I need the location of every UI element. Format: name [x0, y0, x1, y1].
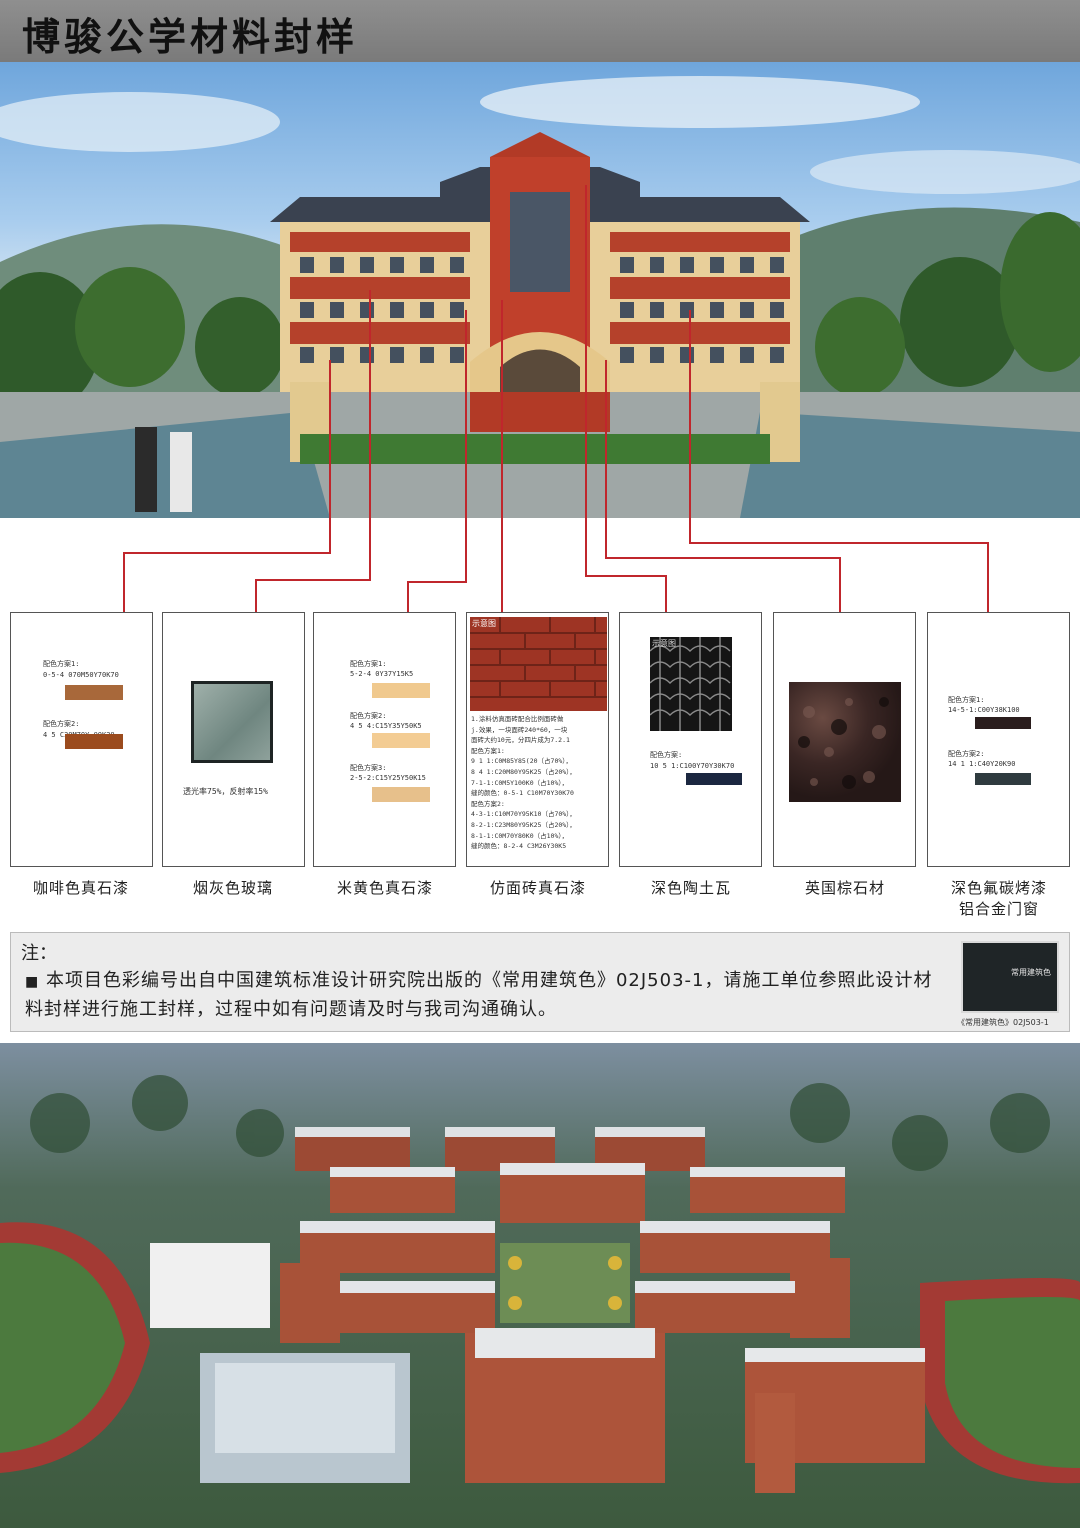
material-label: 深色氟碳烤漆 铝合金门窗 [924, 878, 1074, 920]
scheme-label: 配色方案2: [350, 712, 387, 720]
swatch-card-brick-stone-paint: 示意图 1.涂料仿真面砖配合比例面砖做 j.效果，一块面砖240*60，一块 面… [466, 612, 609, 867]
spec-line: 8 4 1:C20M80Y95K25（占20%）， [471, 767, 576, 776]
campus-aerial-rendering [0, 1043, 1080, 1528]
material-label: 英国棕石材 [804, 879, 885, 897]
page-header: 博骏公学材料封样 [0, 0, 1080, 62]
material-label: 仿面砖真石漆 [489, 879, 586, 897]
scheme-code: 14-5-1:C00Y38K100 [948, 706, 1020, 714]
spec-line: 1.涂料仿真面砖配合比例面砖做 [471, 715, 564, 723]
swatch-card-dark-clay-tile: 示意图 配色方案: 10 5 1:C100Y70Y30K70 [619, 612, 762, 867]
brick-pattern [470, 617, 607, 698]
scheme-label: 配色方案2: [948, 750, 985, 758]
reference-book-cover: 常用建筑色 [961, 941, 1059, 1013]
book-caption: 《常用建筑色》02J503-1 [957, 1018, 1049, 1027]
material-label: 米黄色真石漆 [336, 879, 433, 897]
scheme-label: 配色方案: [650, 751, 683, 759]
scheme-label: 配色方案1: [43, 660, 80, 668]
glass-spec: 透光率75%，反射率15% [183, 787, 268, 796]
color-chip [65, 685, 123, 700]
material-label-line: 铝合金门窗 [958, 900, 1039, 918]
spec-line: 配色方案2: [471, 799, 505, 808]
spec-line: 7-1-1:C0M5Y100K0（占10%）， [471, 778, 569, 787]
brick-sample: 示意图 [470, 617, 607, 711]
note-body: 本项目色彩编号出自中国建筑标准设计研究院出版的《常用建筑色》02J503-1，请… [25, 970, 933, 1020]
scheme-code: 10 5 1:C100Y70Y30K70 [650, 762, 735, 770]
building-rendering-image [0, 76, 1080, 518]
sample-tag: 示意图 [472, 619, 496, 628]
note-title: 注： [21, 943, 57, 964]
spec-line: 8-2-1:C23M80Y95K25（占20%）， [471, 820, 576, 829]
color-chip [372, 733, 430, 748]
sample-tag: 示意图 [652, 639, 676, 648]
glass-sample [191, 681, 273, 763]
color-chip [975, 717, 1031, 729]
page-title: 博骏公学材料封样 [22, 15, 359, 59]
scheme-label: 配色方案1: [350, 660, 387, 668]
spec-line: 8-1-1:C0M70Y80K0（占10%）， [471, 831, 569, 840]
swatch-card-coffee-stone-paint: 配色方案1: 0-5-4 070M50Y70K70 配色方案2: 4 5 C30… [10, 612, 153, 867]
spec-line: j.效果，一块面砖240*60，一块 [471, 725, 568, 734]
tile-pattern [650, 637, 731, 731]
spec-line: 9 1 1:C0M85Y85(20（占70%）， [471, 757, 573, 766]
spec-line: 缝的颜色：0-5-1 C10M70Y30K70 [471, 789, 574, 798]
scheme-code: 4 5 4:C15Y35Y50K5 [350, 722, 422, 730]
scheme-label: 配色方案1: [948, 696, 985, 704]
scheme-code: 0-5-4 070M50Y70K70 [43, 671, 119, 679]
brick-spec-text: 1.涂料仿真面砖配合比例面砖做 j.效果，一块面砖240*60，一块 面砖大约1… [471, 714, 576, 852]
spec-line: 4-3-1:C10M70Y95K10（占70%）， [471, 810, 576, 819]
note-text: ■ 本项目色彩编号出自中国建筑标准设计研究院出版的《常用建筑色》02J503-1… [25, 967, 945, 1024]
spec-line: 缝的颜色：8-2-4 C3M26Y30K5 [471, 842, 567, 851]
swatch-card-smoke-glass: 透光率75%，反射率15% [162, 612, 305, 867]
color-chip [975, 773, 1031, 785]
scheme-code: 2-5-2:C15Y25Y50K15 [350, 774, 426, 782]
material-label-line: 深色氟碳烤漆 [950, 879, 1047, 897]
color-chip [372, 787, 430, 802]
stone-sample [789, 682, 901, 802]
scheme-label: 配色方案3: [350, 764, 387, 772]
spec-line: 面砖大约10元，分四片成为7.2.1 [471, 736, 570, 745]
aerial-rendering-image [0, 1043, 1080, 1528]
material-label: 烟灰色玻璃 [192, 879, 273, 897]
bullet-icon: ■ [25, 974, 40, 990]
color-chip [372, 683, 430, 698]
scheme-code: 14 1 1:C40Y20K90 [948, 760, 1016, 768]
note-box: 注： ■ 本项目色彩编号出自中国建筑标准设计研究院出版的《常用建筑色》02J50… [10, 932, 1070, 1032]
book-title: 常用建筑色 [1011, 968, 1051, 977]
color-chip [686, 773, 742, 785]
scheme-label: 配色方案2: [43, 720, 80, 728]
swatch-card-beige-stone-paint: 配色方案1: 5-2-4 0Y37Y15K5 配色方案2: 4 5 4:C15Y… [313, 612, 456, 867]
tile-sample: 示意图 [650, 637, 732, 731]
scheme-code: 5-2-4 0Y37Y15K5 [350, 670, 414, 678]
spec-line: 配色方案1: [471, 746, 505, 755]
stone-texture [798, 697, 889, 789]
color-chip [65, 734, 123, 749]
building-front-rendering [0, 62, 1080, 518]
swatch-card-british-brown-stone [773, 612, 916, 867]
swatch-card-fluorocarbon-window-frame: 配色方案1: 14-5-1:C00Y38K100 配色方案2: 14 1 1:C… [927, 612, 1070, 867]
material-label: 咖啡色真石漆 [32, 879, 129, 897]
material-label: 深色陶土瓦 [650, 879, 731, 897]
